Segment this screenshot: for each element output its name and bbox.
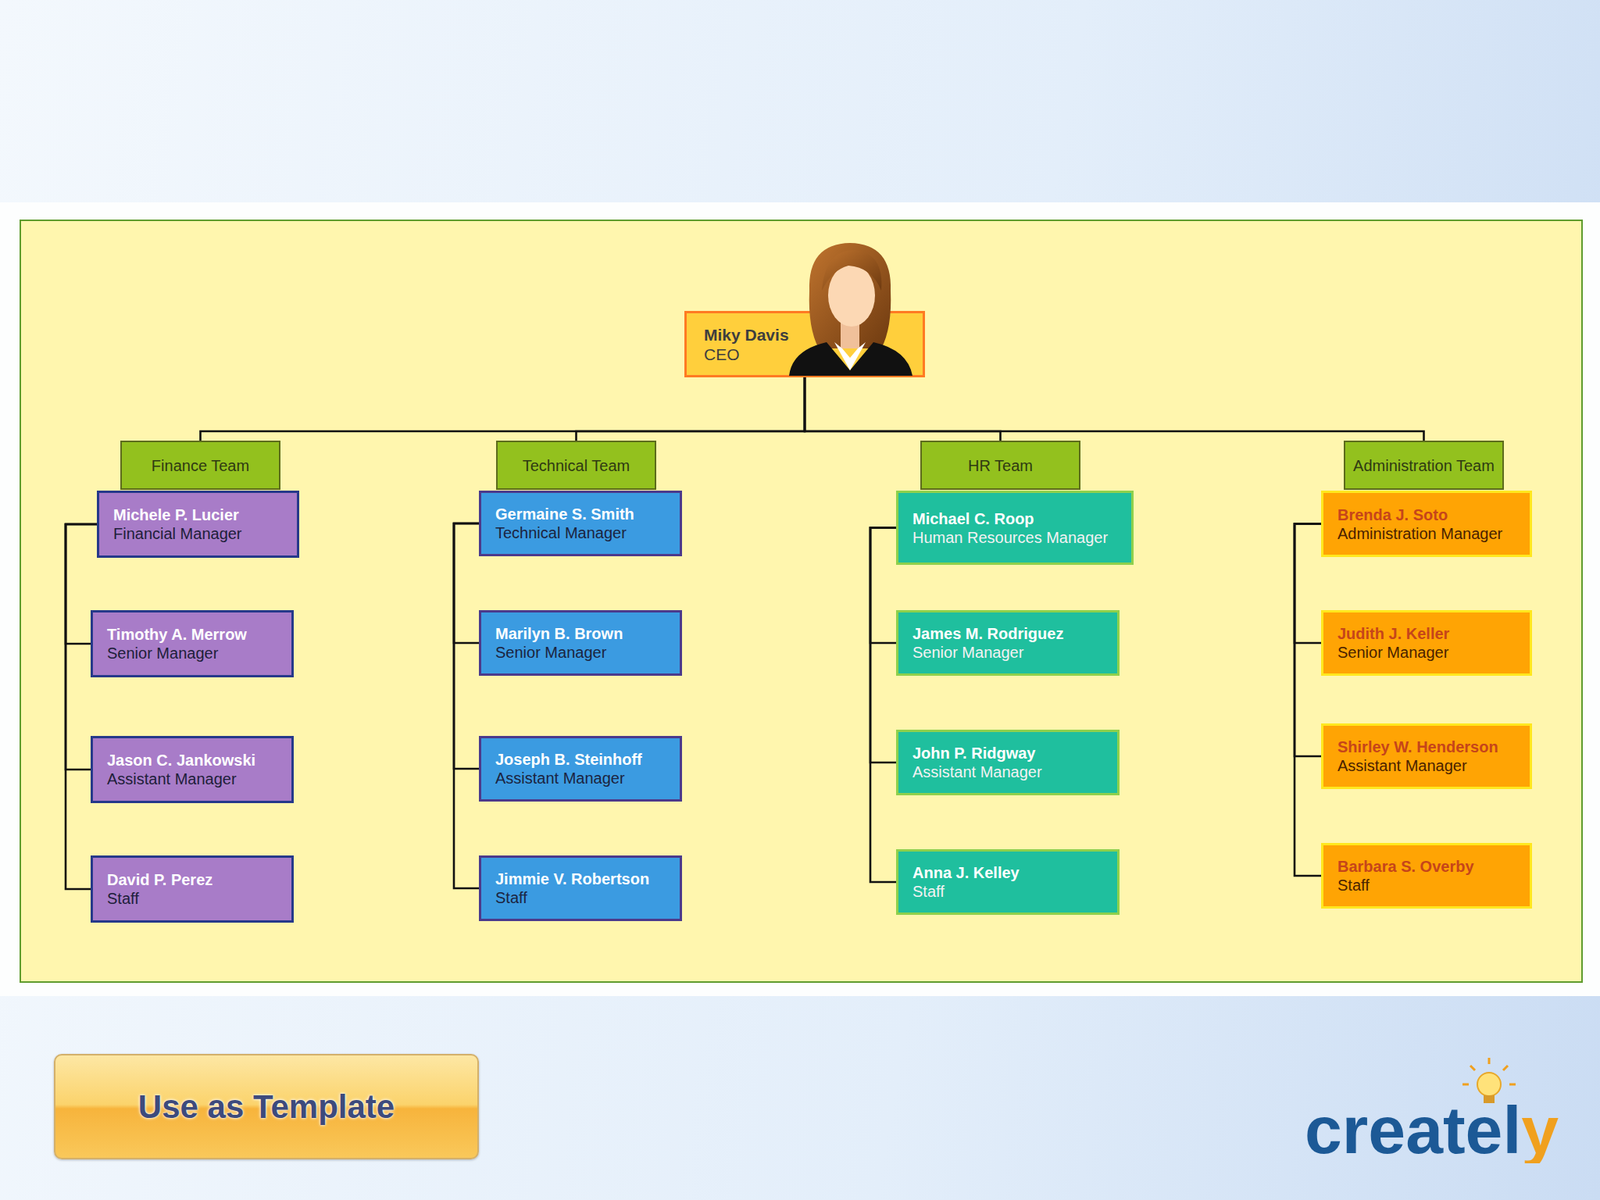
name-text: James M. Rodriguez: [912, 624, 1104, 643]
employee-box: Anna J. KelleyStaff: [896, 849, 1120, 915]
bulb-glass: [1477, 1072, 1501, 1097]
avatar-collar: [834, 342, 866, 371]
employee-box: David P. PerezStaff: [90, 855, 294, 923]
name-text: Joseph B. Steinhoff: [495, 750, 666, 769]
title-text: Assistant Manager: [107, 769, 278, 789]
name-text: Germaine S. Smith: [495, 504, 666, 524]
team-label: HR Team: [920, 440, 1081, 490]
title-text: Staff: [495, 888, 666, 908]
connector-line: [870, 528, 897, 883]
connector-line: [1294, 524, 1322, 758]
bulb-ray: [1503, 1065, 1508, 1071]
team-label: Technical Team: [496, 440, 657, 490]
title-text: Senior Manager: [107, 643, 278, 663]
avatar-neck: [840, 321, 860, 349]
avatar-jacket: [789, 342, 913, 376]
employee-box: John P. RidgwayAssistant Manager: [896, 729, 1120, 796]
name-text: Anna J. Kelley: [912, 863, 1104, 883]
bulb-ray: [1462, 1083, 1469, 1086]
title-text: Technical Manager: [495, 523, 666, 543]
title-text: Staff: [912, 882, 1104, 901]
title-text: Staff: [1337, 875, 1516, 895]
bulb-ray: [1509, 1083, 1516, 1086]
name-text: Judith J. Keller: [1337, 624, 1516, 643]
name-text: Shirley W. Henderson: [1337, 737, 1516, 757]
title-text: Senior Manager: [495, 642, 666, 662]
ceo-avatar: [789, 242, 913, 376]
name-text: Marilyn B. Brown: [495, 624, 666, 643]
title-text: Assistant Manager: [495, 768, 666, 788]
title-text: Financial Manager: [113, 524, 283, 543]
title-text: CEO: [703, 344, 909, 365]
connector-line: [1294, 524, 1322, 644]
employee-box: Jason C. JankowskiAssistant Manager: [90, 735, 294, 804]
title-text: Senior Manager: [912, 642, 1104, 662]
employee-box: Barbara S. OverbyStaff: [1321, 842, 1533, 909]
name-text: Michele P. Lucier: [113, 505, 283, 525]
connector-line: [1294, 524, 1322, 877]
name-text: HR Team: [967, 456, 1033, 475]
employee-box: Joseph B. SteinhoffAssistant Manager: [478, 735, 683, 802]
employee-box: James M. RodriguezSenior Manager: [896, 610, 1120, 676]
title-text: Assistant Manager: [1337, 756, 1516, 775]
name-text: Administration Team: [1353, 456, 1495, 475]
name-text: Technical Team: [522, 456, 630, 475]
name-text: John P. Ridgway: [912, 743, 1104, 763]
brand-logo: creately: [1304, 1096, 1559, 1164]
connector-line: [453, 523, 479, 769]
connector-line: [453, 523, 479, 889]
avatar-face: [828, 264, 875, 327]
avatar-hair: [809, 242, 892, 349]
employee-box: Judith J. KellerSenior Manager: [1321, 610, 1533, 676]
connector-line: [576, 377, 806, 441]
name-text: Jason C. Jankowski: [107, 750, 278, 770]
employee-box: Michael C. RoopHuman Resources Manager: [896, 490, 1134, 565]
connector-line: [453, 523, 479, 643]
employee-box: Shirley W. HendersonAssistant Manager: [1321, 723, 1533, 790]
bulb-ray: [1470, 1065, 1475, 1071]
name-text: Jimmie V. Robertson: [495, 869, 666, 889]
name-text: Timothy A. Merrow: [107, 625, 278, 644]
name-text: Miky Davis: [703, 325, 909, 345]
employee-box: Marilyn B. BrownSenior Manager: [478, 610, 683, 676]
name-text: Michael C. Roop: [912, 509, 1118, 529]
connector-line: [200, 377, 806, 441]
employee-box: Michele P. LucierFinancial Manager: [96, 490, 300, 558]
employee-box: Germaine S. SmithTechnical Manager: [478, 490, 683, 557]
connector-line: [870, 528, 897, 644]
title-text: Senior Manager: [1337, 642, 1516, 662]
title-text: Administration Manager: [1337, 524, 1516, 543]
bulb-ray: [1488, 1057, 1491, 1065]
team-label: Administration Team: [1343, 440, 1504, 490]
name-text: David P. Perez: [107, 870, 278, 890]
avatar-bangs: [821, 250, 882, 291]
team-label: Finance Team: [120, 440, 281, 490]
employee-box: Brenda J. SotoAdministration Manager: [1321, 490, 1533, 558]
title-text: Assistant Manager: [912, 762, 1104, 782]
name-text: Use as Template: [138, 1088, 395, 1126]
employee-box: Timothy A. MerrowSenior Manager: [90, 610, 294, 678]
name-text: Brenda J. Soto: [1337, 505, 1516, 525]
employee-box: Jimmie V. RobertsonStaff: [478, 855, 683, 922]
connector-line: [804, 377, 1425, 441]
name-text: Finance Team: [151, 456, 250, 475]
title-text: Staff: [107, 889, 278, 908]
connector-line: [65, 524, 97, 890]
name-text: Barbara S. Overby: [1337, 857, 1516, 876]
connector-line: [870, 528, 897, 764]
template-button: Use as Template: [53, 1053, 479, 1160]
title-text: Human Resources Manager: [912, 528, 1118, 547]
ceo-box: Miky DavisCEO: [684, 310, 925, 378]
